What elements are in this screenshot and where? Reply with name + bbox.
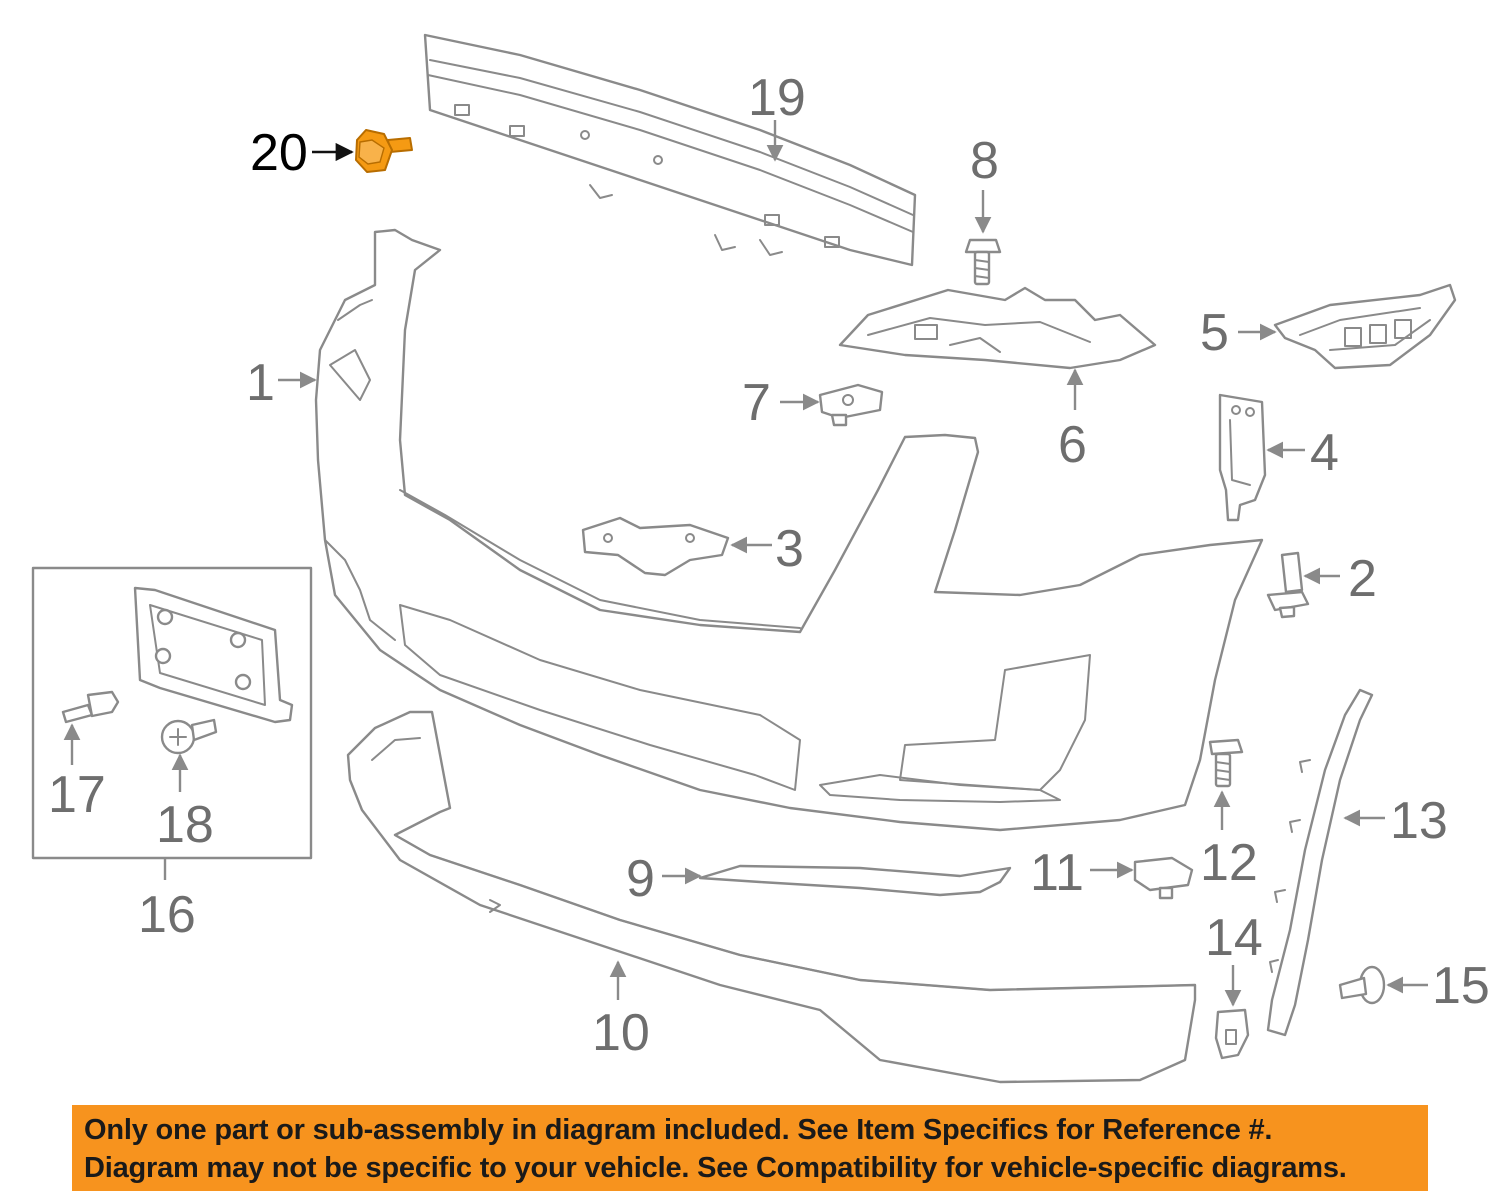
part-20-bolt[interactable] <box>355 129 413 173</box>
part-16-license-kit[interactable] <box>31 566 313 860</box>
callout-2: 2 <box>1348 550 1377 608</box>
part-7-clip[interactable] <box>818 383 884 427</box>
part-15-push-pin[interactable] <box>1338 965 1386 1005</box>
callout-4: 4 <box>1310 424 1339 482</box>
part-12-bolt[interactable] <box>1208 738 1244 788</box>
callout-16: 16 <box>138 886 196 944</box>
callout-15: 15 <box>1432 957 1490 1015</box>
callout-20: 20 <box>250 124 308 182</box>
callout-14: 14 <box>1205 909 1263 967</box>
callout-17: 17 <box>48 766 106 824</box>
part-1-bumper-cover[interactable] <box>314 228 1264 832</box>
part-11-clip[interactable] <box>1133 856 1194 900</box>
callout-6: 6 <box>1058 416 1087 474</box>
callout-11: 11 <box>1030 844 1084 902</box>
callout-7: 7 <box>742 374 771 432</box>
part-2-push-pin[interactable] <box>1266 551 1310 619</box>
callout-1: 1 <box>246 354 275 412</box>
disclaimer-banner: Only one part or sub-assembly in diagram… <box>72 1105 1428 1191</box>
callout-labels: 20 19 8 5 6 7 1 4 3 2 17 18 16 13 12 9 1… <box>48 69 1490 1062</box>
part-3-bracket[interactable] <box>581 516 730 577</box>
disclaimer-line-1: Only one part or sub-assembly in diagram… <box>84 1114 1273 1146</box>
part-13-side-molding[interactable] <box>1266 688 1374 1037</box>
callout-9: 9 <box>626 850 655 908</box>
callout-5: 5 <box>1200 304 1229 362</box>
callout-3: 3 <box>775 520 804 578</box>
part-10-lower-valance[interactable] <box>346 710 1197 1084</box>
part-4-bracket[interactable] <box>1218 393 1267 522</box>
callout-12: 12 <box>1200 834 1258 892</box>
part-14-clip[interactable] <box>1214 1008 1250 1060</box>
callout-8: 8 <box>970 132 999 190</box>
part-8-bolt[interactable] <box>964 238 1002 286</box>
part-9-trim-strip[interactable] <box>698 864 1012 897</box>
part-6-bracket[interactable] <box>838 286 1157 370</box>
part-5-side-bracket[interactable] <box>1273 283 1457 370</box>
bumper-exploded-diagram: 20 19 8 5 6 7 1 4 3 2 17 18 16 13 12 9 1… <box>31 33 1490 1084</box>
callout-19: 19 <box>748 69 806 127</box>
callout-18: 18 <box>156 796 214 854</box>
callout-13: 13 <box>1390 792 1448 850</box>
disclaimer-line-2: Diagram may not be specific to your vehi… <box>84 1152 1347 1184</box>
callout-10: 10 <box>592 1004 650 1062</box>
leader-lines <box>63 120 1428 1007</box>
part-19-impact-bar[interactable] <box>423 33 917 267</box>
